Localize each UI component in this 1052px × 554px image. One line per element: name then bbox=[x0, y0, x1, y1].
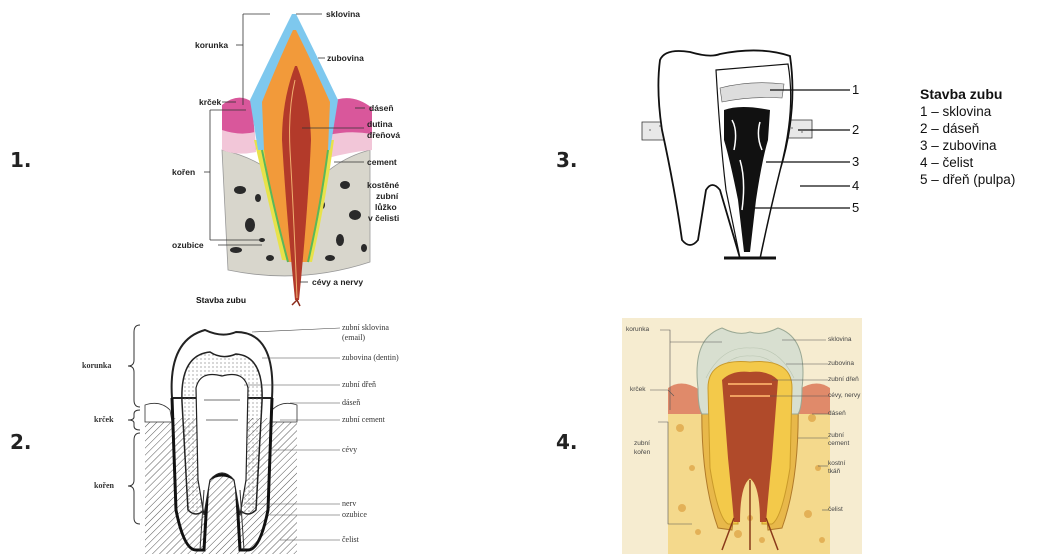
label-korunka: korunka bbox=[195, 40, 228, 50]
legend-item: 3 – zubovina bbox=[920, 137, 1015, 154]
label-krcek: krček bbox=[199, 97, 221, 107]
label-ozubice: ozubice bbox=[172, 240, 204, 250]
label-korunka: korunka bbox=[626, 326, 649, 334]
label-zubni: zubní bbox=[376, 191, 398, 201]
callout-5: 5 bbox=[852, 200, 859, 215]
label-koren: kořen bbox=[634, 449, 650, 457]
callout-4: 4 bbox=[852, 178, 859, 193]
callout-1: 1 bbox=[852, 82, 859, 97]
label-krcek: krček bbox=[94, 415, 114, 424]
legend-item: 4 – čelist bbox=[920, 154, 1015, 171]
label-dutina: dutina bbox=[367, 119, 393, 129]
label-celist: čelist bbox=[342, 535, 359, 544]
tooth-sketch bbox=[620, 40, 880, 270]
label-cement: cement bbox=[828, 440, 849, 448]
tooth-cross-section-colored bbox=[0, 0, 520, 310]
tooth-line-drawing bbox=[0, 310, 520, 554]
panel-1-tooth-diagram: sklovina korunka zubovina krček dáseň du… bbox=[0, 0, 520, 310]
label-zubni-cement: zubní cement bbox=[342, 415, 385, 424]
label-dasen: dáseň bbox=[369, 103, 394, 113]
panel-4-tooth-diagram: korunka krček zubní kořen sklovina zubov… bbox=[622, 318, 862, 554]
legend-item: 1 – sklovina bbox=[920, 103, 1015, 120]
label-koren: kořen bbox=[172, 167, 195, 177]
label-dasen: dáseň bbox=[828, 410, 846, 418]
label-ozubice: ozubice bbox=[342, 510, 367, 519]
label-koren: kořen bbox=[94, 481, 114, 490]
label-zubni-dren: zubní dřeň bbox=[342, 380, 376, 389]
label-zubni-sklovina: zubní sklovina bbox=[342, 323, 389, 332]
legend-item: 5 – dřeň (pulpa) bbox=[920, 171, 1015, 188]
label-kostene: kostěné bbox=[367, 180, 399, 190]
label-krcek: krček bbox=[630, 386, 646, 394]
label-zubovina-dentin: zubovina (dentin) bbox=[342, 353, 399, 362]
panel-2-tooth-diagram: korunka krček kořen zubní sklovina (emai… bbox=[0, 310, 520, 554]
label-sklovina: sklovina bbox=[326, 9, 360, 19]
panel-1-caption: Stavba zubu bbox=[196, 295, 246, 305]
label-v-celisti: v čelisti bbox=[368, 213, 399, 223]
label-drenova: dřeňová bbox=[367, 130, 400, 140]
label-zubni: zubní bbox=[634, 440, 650, 448]
label-cement: cement bbox=[367, 157, 397, 167]
label-zubovina: zubovina bbox=[327, 53, 364, 63]
label-cevy-nervy: cévy, nervy bbox=[828, 392, 860, 400]
legend-title: Stavba zubu bbox=[920, 86, 1015, 102]
panel-3-tooth-diagram: 1 2 3 4 5 bbox=[620, 40, 880, 270]
label-nerv: nerv bbox=[342, 499, 356, 508]
legend-item: 2 – dáseň bbox=[920, 120, 1015, 137]
label-cevy-a-nervy: cévy a nervy bbox=[312, 277, 363, 287]
callout-2: 2 bbox=[852, 122, 859, 137]
label-email: (email) bbox=[342, 333, 365, 342]
panel-number-4: 4. bbox=[556, 430, 578, 454]
label-sklovina: sklovina bbox=[828, 336, 851, 344]
label-tkan: tkáň bbox=[828, 468, 840, 476]
callout-3: 3 bbox=[852, 154, 859, 169]
label-zubni-2: zubní bbox=[828, 432, 844, 440]
panel-number-3: 3. bbox=[556, 148, 578, 172]
label-kostni: kostní bbox=[828, 460, 845, 468]
label-zubovina: zubovina bbox=[828, 360, 854, 368]
tooth-illustration bbox=[622, 318, 862, 554]
label-zubni-dren: zubní dřeň bbox=[828, 376, 859, 384]
label-dasen: dáseň bbox=[342, 398, 360, 407]
label-cevy: cévy bbox=[342, 445, 357, 454]
label-luzko: lůžko bbox=[375, 202, 397, 212]
panel-3-legend: Stavba zubu 1 – sklovina 2 – dáseň 3 – z… bbox=[920, 86, 1015, 188]
label-celist: čelist bbox=[828, 506, 843, 514]
label-korunka: korunka bbox=[82, 361, 111, 370]
